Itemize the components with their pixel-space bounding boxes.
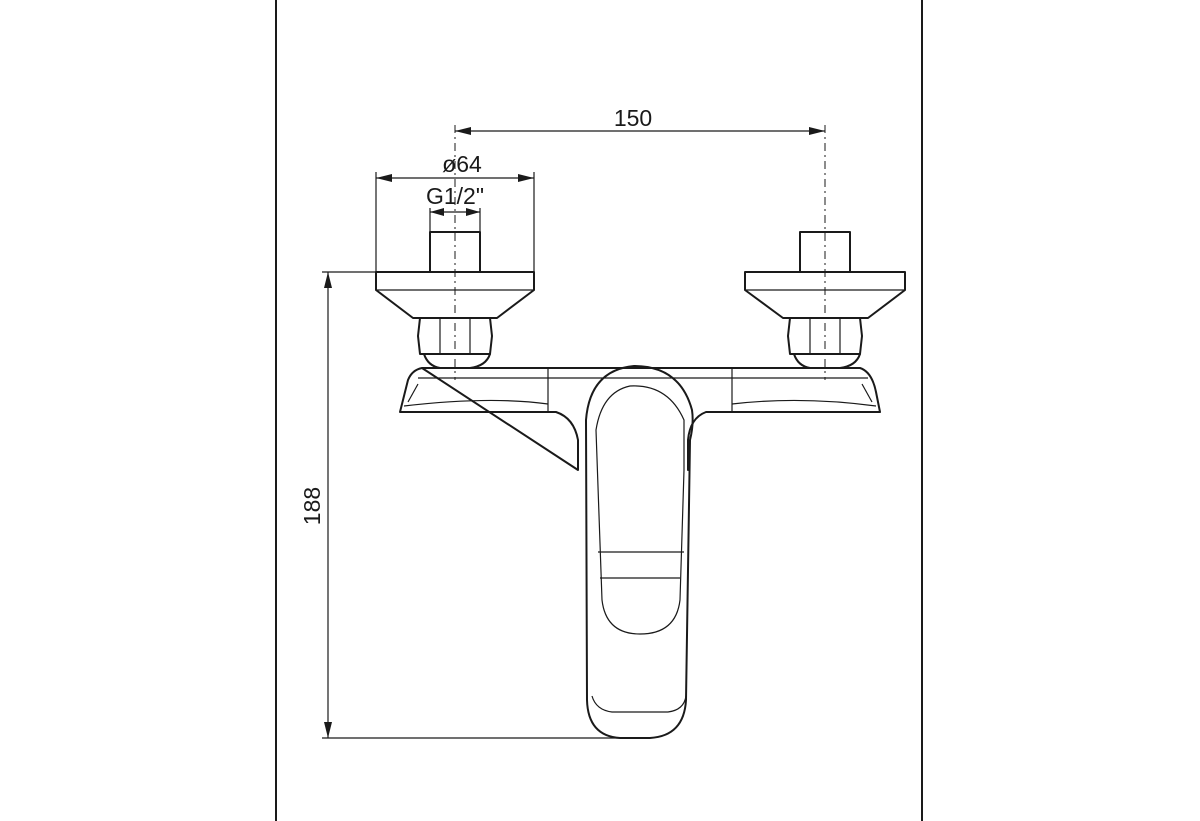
faucet-lever	[585, 365, 694, 739]
lever-inner	[595, 385, 685, 635]
dimension-spacing: 150	[455, 105, 825, 135]
faucet-body	[399, 367, 881, 471]
dimension-spacing-label: 150	[614, 105, 652, 131]
dimension-flange-diameter-label: ø64	[442, 151, 482, 177]
dimension-height: 188	[299, 271, 620, 739]
dimension-height-label: 188	[299, 487, 325, 525]
right-connector	[744, 231, 906, 369]
dimension-thread: G1/2"	[426, 183, 484, 232]
body-bar	[399, 367, 881, 471]
dimension-flange-diameter: ø64	[375, 151, 535, 272]
right-neck	[793, 353, 861, 369]
left-neck	[423, 353, 491, 369]
spout-tip	[591, 695, 687, 713]
dimension-thread-label: G1/2"	[426, 183, 484, 209]
